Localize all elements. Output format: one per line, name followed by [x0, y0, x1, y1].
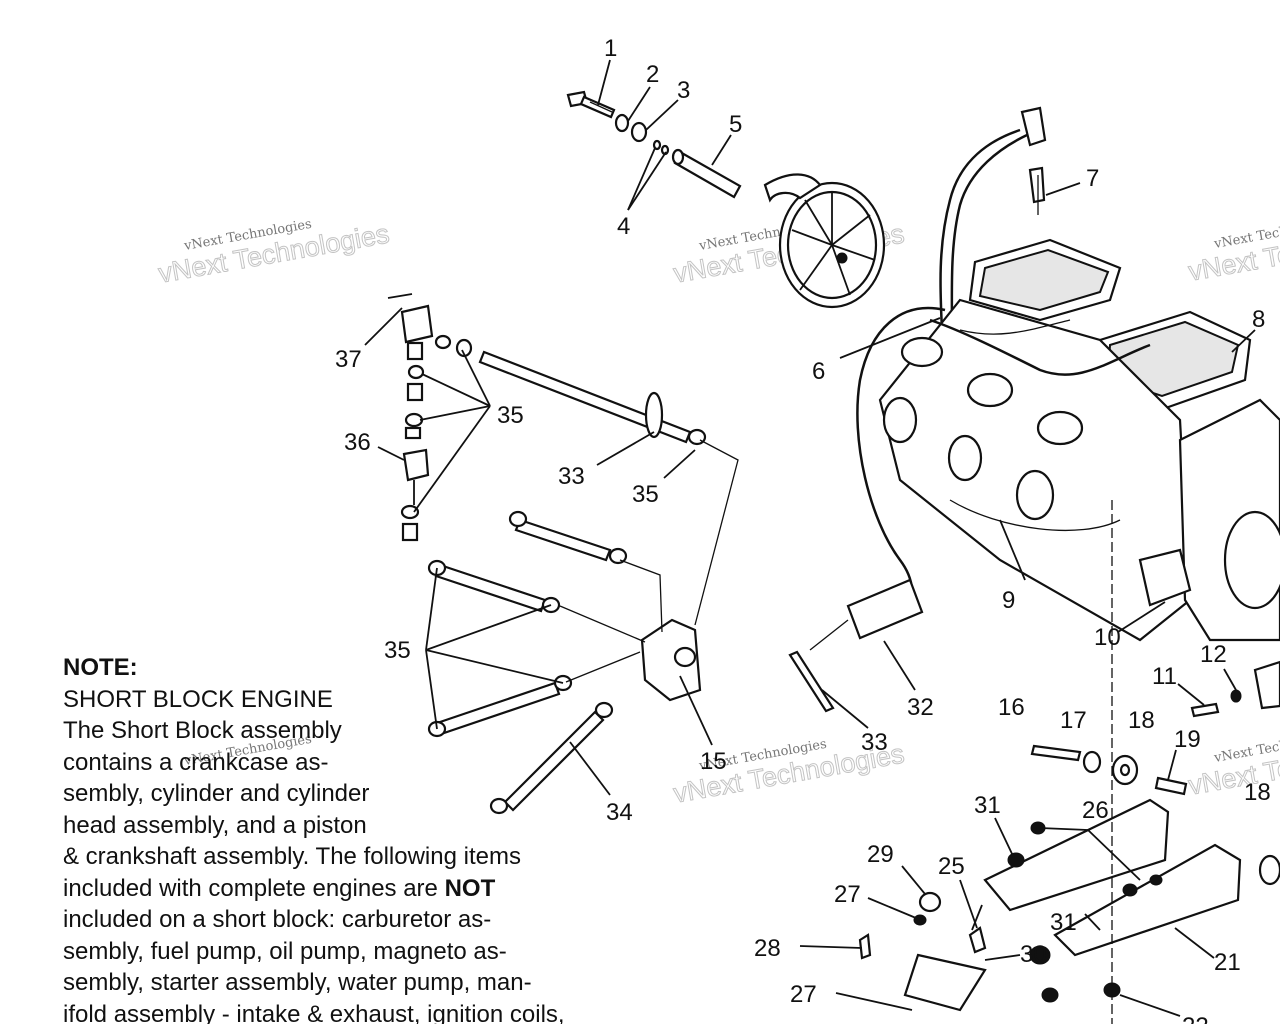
callout-29: 29 — [867, 841, 894, 868]
fuel-pump-group — [387, 293, 707, 542]
callout-31-b: 31 — [1050, 909, 1077, 936]
callout-35-c: 35 — [384, 637, 411, 664]
callout-15: 15 — [700, 748, 727, 775]
note-subheading: SHORT BLOCK ENGINE — [63, 685, 333, 713]
note-line: sembly, starter assembly, water pump, ma… — [63, 969, 532, 996]
callout-12: 12 — [1200, 641, 1227, 668]
engine-assembly — [856, 238, 1280, 642]
note-line: ifold assembly - intake & exhaust, ignit… — [63, 1000, 565, 1024]
callout-7: 7 — [1086, 165, 1099, 192]
callout-33-a: 33 — [558, 463, 585, 490]
callout-10: 10 — [1094, 624, 1121, 651]
coil-box — [788, 578, 924, 713]
note-line: sembly, fuel pump, oil pump, magneto as- — [63, 937, 507, 965]
callout-32: 32 — [907, 694, 934, 721]
callout-36: 36 — [344, 429, 371, 456]
callout-18-b: 18 — [1244, 779, 1271, 806]
callout-25: 25 — [938, 853, 965, 880]
note-line-text: included with complete engines are — [63, 874, 445, 902]
note-line-not: included with complete engines are NOT — [63, 873, 683, 905]
callout-9: 9 — [1002, 587, 1015, 614]
note-heading: NOTE: — [63, 654, 138, 681]
callout-19: 19 — [1174, 726, 1201, 753]
note-line: included on a short block: carburetor as… — [63, 906, 492, 933]
callout-22: 22 — [1182, 1013, 1209, 1024]
note-line: contains a crankcase as- — [63, 748, 329, 776]
callout-33-b: 33 — [861, 729, 888, 756]
short-block-note: NOTE: SHORT BLOCK ENGINE The Short Block… — [63, 652, 683, 1024]
callout-35-a: 35 — [497, 402, 524, 429]
callout-27-b: 27 — [790, 981, 817, 1008]
callout-8: 8 — [1252, 306, 1265, 333]
note-line: sembly, cylinder and cylinder — [63, 780, 370, 807]
callout-31-a: 31 — [974, 792, 1001, 819]
callout-30: 30 — [1020, 941, 1047, 968]
watermark-left: vNext Technologies vNext Technologies — [156, 217, 392, 289]
callout-16: 16 — [998, 694, 1025, 721]
note-line: head assembly, and a piston — [63, 811, 367, 839]
note-line: The Short Block assembly — [63, 717, 342, 744]
callout-4: 4 — [617, 213, 630, 240]
callout-18-a: 18 — [1128, 707, 1155, 734]
callout-1: 1 — [604, 35, 617, 62]
recoil-bolt-group — [566, 90, 742, 199]
mount-hardware — [858, 660, 1280, 1012]
callout-28: 28 — [754, 935, 781, 962]
callout-27-a: 27 — [834, 881, 861, 908]
callout-5: 5 — [729, 111, 742, 138]
note-not-word: NOT — [444, 874, 496, 902]
callout-26: 26 — [1082, 797, 1109, 824]
callout-37: 37 — [335, 346, 362, 373]
callout-numbers: 1 2 3 4 5 7 8 6 37 35 36 33 35 35 9 10 1… — [335, 35, 1271, 1024]
hose-group — [427, 439, 739, 815]
callout-2: 2 — [646, 61, 659, 88]
note-line: & crankshaft assembly. The following ite… — [63, 843, 521, 870]
callout-17: 17 — [1060, 707, 1087, 734]
callout-34: 34 — [606, 799, 633, 826]
callout-35-b: 35 — [632, 481, 659, 508]
recoil-starter — [763, 173, 886, 309]
callout-21: 21 — [1214, 949, 1241, 976]
callout-3: 3 — [677, 77, 690, 104]
callout-11: 11 — [1152, 663, 1177, 690]
spark-plug-wire — [939, 106, 1047, 331]
callout-6: 6 — [812, 358, 825, 385]
watermark-right: vNext Technologies vNext Technologies — [1186, 215, 1280, 287]
leader-lines — [364, 59, 1256, 1017]
